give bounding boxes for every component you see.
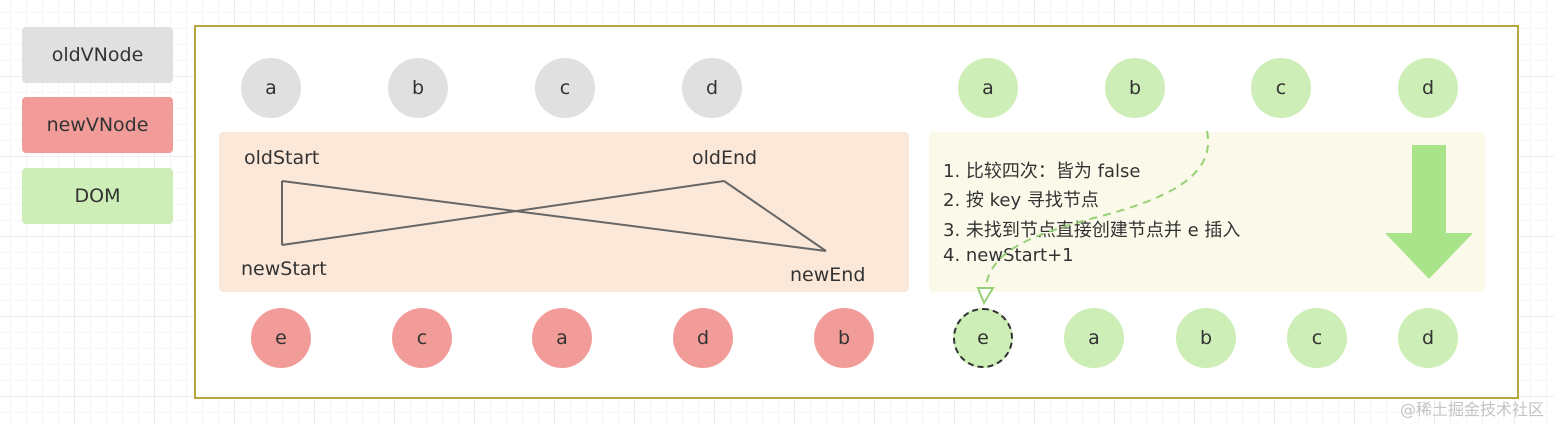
new-vnode-label: d [696, 327, 710, 349]
new-vnode: e [251, 308, 311, 368]
old-vnode: d [682, 58, 742, 118]
step-item: 1. 比较四次：皆为 false [943, 161, 1141, 182]
dom-node-label: a [1088, 327, 1100, 349]
dom-node-label: b [1199, 327, 1213, 349]
legend-new-vnode: newVNode [22, 97, 173, 153]
new-vnode-label: b [837, 327, 851, 349]
dom-node-label: d [1421, 327, 1435, 349]
dom-node-label: c [1275, 77, 1287, 99]
notes-panel [929, 132, 1485, 292]
new-start-label: newStart [241, 258, 327, 280]
dom-node: b [1105, 58, 1165, 118]
legend-new-vnode-label: newVNode [46, 114, 149, 136]
step-item: 2. 按 key 寻找节点 [943, 190, 1099, 211]
dom-node: d [1398, 58, 1458, 118]
step-item: 4. newStart+1 [943, 245, 1074, 266]
old-vnode-label: c [559, 77, 571, 99]
step-item: 3. 未找到节点直接创建节点并 e 插入 [943, 220, 1241, 241]
old-vnode: b [388, 58, 448, 118]
legend-dom-label: DOM [74, 185, 121, 207]
dom-node-label: d [1421, 77, 1435, 99]
dom-node: a [1064, 308, 1124, 368]
dom-node: a [958, 58, 1018, 118]
old-vnode-label: a [265, 77, 277, 99]
new-vnode-label: e [275, 327, 287, 349]
new-vnode: b [814, 308, 874, 368]
legend-dom: DOM [22, 168, 173, 224]
new-vnode: a [532, 308, 592, 368]
legend-old-vnode: oldVNode [22, 27, 173, 83]
dom-node-label: b [1128, 77, 1142, 99]
old-vnode: c [535, 58, 595, 118]
old-start-label: oldStart [244, 147, 320, 169]
dom-node-label: c [1311, 327, 1323, 349]
dom-node: d [1398, 308, 1458, 368]
watermark: @稀土掘金技术社区 [1399, 400, 1544, 419]
dom-node-label: a [982, 77, 994, 99]
dom-node: c [1251, 58, 1311, 118]
old-vnode-label: b [411, 77, 425, 99]
dom-node-label: e [977, 327, 989, 349]
new-vnode-label: c [416, 327, 428, 349]
new-vnode-label: a [556, 327, 568, 349]
legend-old-vnode-label: oldVNode [51, 44, 144, 66]
dom-node-inserted: e [953, 308, 1013, 368]
old-vnode: a [241, 58, 301, 118]
old-vnode-label: d [705, 77, 719, 99]
new-vnode: c [392, 308, 452, 368]
dom-node: b [1176, 308, 1236, 368]
old-end-label: oldEnd [692, 147, 758, 169]
new-end-label: newEnd [790, 264, 866, 286]
dom-node: c [1287, 308, 1347, 368]
new-vnode: d [673, 308, 733, 368]
